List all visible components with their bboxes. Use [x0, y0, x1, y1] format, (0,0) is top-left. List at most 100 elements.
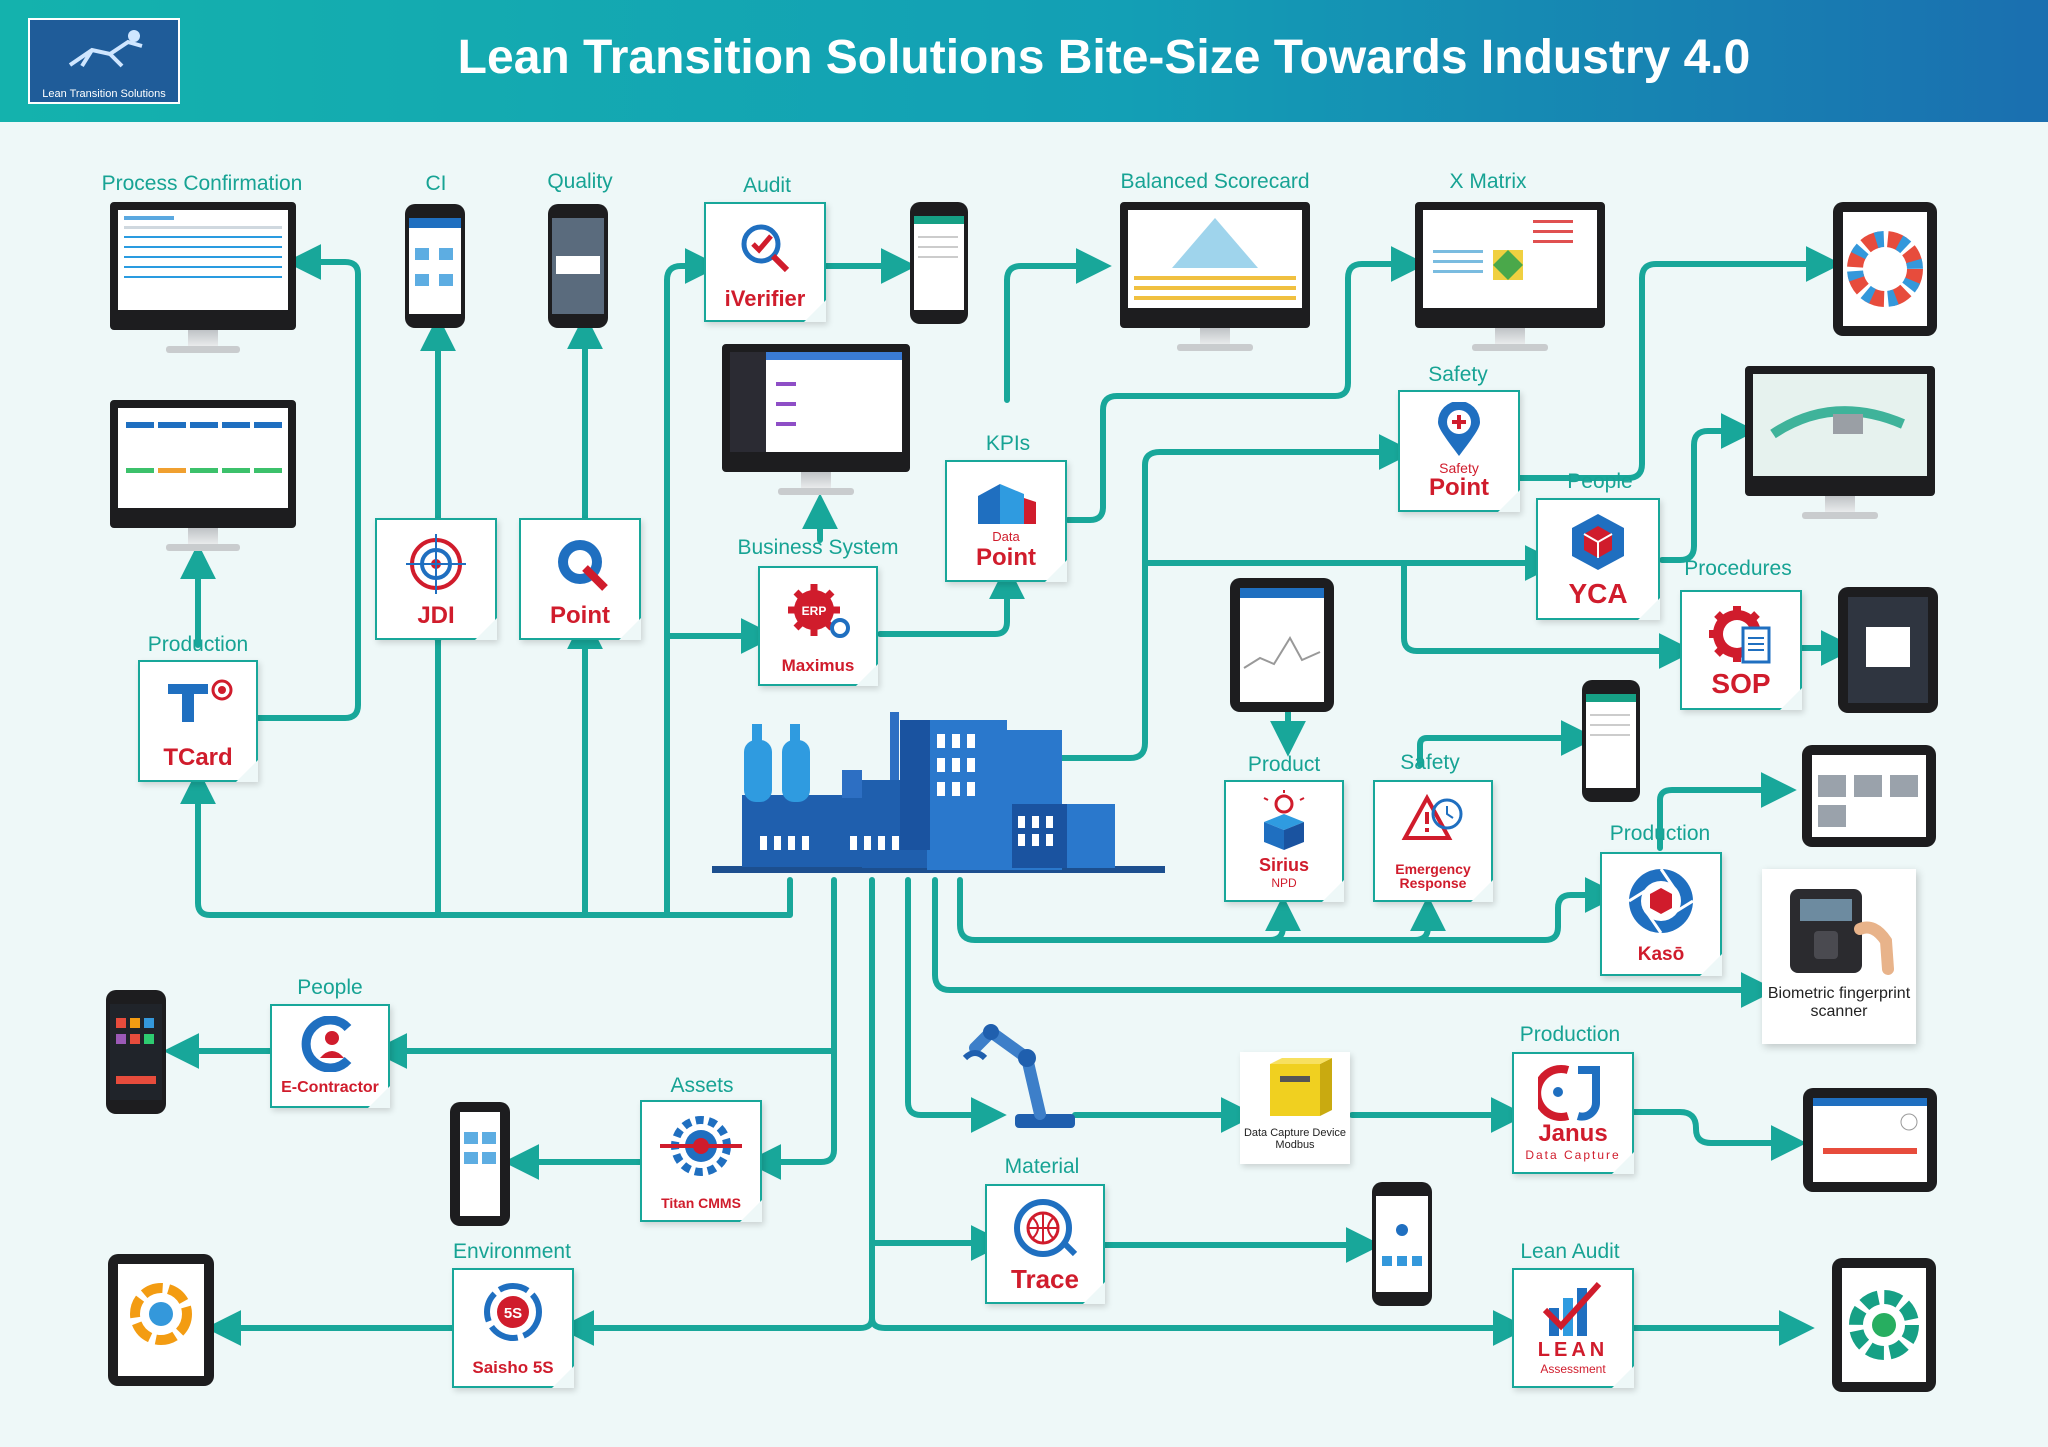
header-banner: Lean Transition Solutions Lean Transitio…	[0, 0, 2048, 122]
label-procedures: Procedures	[1684, 557, 1792, 580]
tile-trace[interactable]: Trace	[985, 1184, 1105, 1304]
line-tcard-confirm	[255, 244, 361, 721]
tile-qpoint[interactable]: Point	[519, 518, 641, 640]
tile-tcard[interactable]: TCard	[138, 660, 258, 782]
tablet-product-chart	[1230, 578, 1334, 712]
logo-text: Lean Transition Solutions	[42, 88, 166, 100]
aperture-icon	[1628, 868, 1694, 934]
tile-kaso-label: Kasō	[1637, 944, 1685, 965]
label-balanced-scorecard: Balanced Scorecard	[1120, 170, 1310, 193]
svg-text:5S: 5S	[504, 1305, 522, 1322]
monitor-balanced-scorecard	[1120, 202, 1310, 352]
label-environment: Environment	[453, 1240, 571, 1263]
tile-lean-sub: Assessment	[1540, 1362, 1606, 1376]
tile-janus[interactable]: Janus Data Capture	[1512, 1052, 1634, 1174]
tile-sirius[interactable]: Sirius NPD	[1224, 780, 1344, 902]
tile-safetypoint[interactable]: Safety Point	[1398, 390, 1520, 512]
tablet-kaso	[1802, 745, 1936, 847]
tile-sirius-sub: NPD	[1271, 876, 1297, 890]
tablet-lean	[1832, 1258, 1936, 1392]
tile-jdi-label: JDI	[417, 602, 455, 629]
tile-yca[interactable]: YCA	[1536, 498, 1660, 620]
phone-safety	[1582, 680, 1640, 802]
tile-lean[interactable]: LEAN Assessment	[1512, 1268, 1634, 1388]
titan-gear-icon	[660, 1116, 742, 1176]
phone-titan	[450, 1102, 510, 1226]
monitor-business-system	[722, 344, 910, 496]
fingerprint-scanner-icon	[1790, 889, 1894, 975]
label-material: Material	[1004, 1155, 1080, 1178]
modbus-label: Data Capture Device Modbus	[1243, 1127, 1347, 1151]
tile-tcard-label: TCard	[163, 744, 233, 771]
tile-lean-label: LEAN	[1537, 1339, 1609, 1361]
tile-maximus[interactable]: ERP Maximus	[758, 566, 878, 686]
label-x-matrix: X Matrix	[1449, 170, 1527, 193]
label-lean-audit: Lean Audit	[1520, 1240, 1620, 1263]
monitor-people	[1745, 366, 1935, 520]
label-process-confirmation: Process Confirmation	[101, 172, 303, 195]
phone-quality	[548, 204, 608, 328]
label-safety-top: Safety	[1428, 363, 1488, 386]
runner-icon	[68, 30, 143, 68]
tablet-sop	[1838, 587, 1938, 713]
tablet-color-wheel	[1833, 202, 1937, 336]
gear-document-icon	[1709, 606, 1771, 664]
tile-saisho-label: Saisho 5S	[472, 1358, 554, 1377]
label-people-left: People	[297, 976, 363, 999]
line-factory-tcard	[180, 768, 793, 918]
location-pin-icon	[1438, 402, 1480, 456]
tile-trace-label: Trace	[1011, 1264, 1079, 1294]
tile-iverifier[interactable]: iVerifier	[704, 202, 826, 322]
warning-stopwatch-icon	[1401, 793, 1463, 840]
tablet-janus	[1803, 1088, 1937, 1192]
label-business-system: Business System	[737, 536, 899, 559]
phone-econtractor	[106, 990, 166, 1114]
company-logo: Lean Transition Solutions	[28, 18, 180, 104]
tile-econtractor[interactable]: E-Contractor	[270, 1004, 390, 1108]
hexagon-cube-icon	[1572, 514, 1624, 570]
tile-safetypoint-sub: Safety	[1439, 460, 1479, 476]
factory-icon	[712, 712, 1165, 873]
tile-titan[interactable]: Titan CMMS	[640, 1100, 762, 1222]
tile-sirius-label: Sirius	[1258, 855, 1310, 875]
erp-gear-icon: ERP	[788, 584, 850, 638]
modbus-box-icon	[1270, 1058, 1332, 1116]
page-title: Lean Transition Solutions Bite-Size Towa…	[457, 31, 1751, 84]
svg-text:ERP: ERP	[802, 604, 827, 618]
robot-arm-icon	[962, 1024, 1075, 1128]
tile-janus-label: Janus	[1538, 1120, 1608, 1147]
phone-ci	[405, 204, 465, 328]
modbus-device: Data Capture Device Modbus	[1240, 1052, 1350, 1164]
contractor-c-icon	[301, 1016, 352, 1072]
q-point-icon	[558, 540, 608, 591]
magnifier-check-icon	[741, 224, 790, 272]
tile-janus-sub: Data Capture	[1525, 1148, 1621, 1162]
monitor-tcard	[110, 400, 296, 552]
bar-check-icon	[1542, 1281, 1602, 1336]
biometric-label: Biometric fingerprint scanner	[1767, 985, 1911, 1020]
tile-datapoint[interactable]: Data Point	[945, 460, 1067, 582]
tile-qpoint-label: Point	[550, 602, 610, 629]
data-cube-icon	[978, 484, 1036, 524]
tile-datapoint-label: Point	[976, 544, 1036, 571]
label-audit: Audit	[743, 174, 791, 197]
tile-jdi[interactable]: JDI	[375, 518, 497, 640]
tile-titan-label: Titan CMMS	[661, 1195, 741, 1211]
monitor-process-confirmation	[110, 202, 296, 354]
label-product: Product	[1247, 753, 1321, 776]
tile-econtractor-label: E-Contractor	[281, 1079, 379, 1096]
label-assets: Assets	[670, 1074, 734, 1097]
monitor-x-matrix	[1415, 202, 1605, 352]
tile-emergency[interactable]: Emergency Response	[1373, 780, 1493, 902]
tile-safetypoint-label: Point	[1429, 474, 1489, 501]
label-production-bottom: Production	[1519, 1023, 1621, 1046]
label-production-right: Production	[1609, 822, 1711, 845]
tile-sop[interactable]: SOP	[1680, 590, 1802, 710]
5s-cycle-icon: 5S	[484, 1283, 542, 1341]
label-production-left: Production	[147, 633, 249, 656]
tile-saisho[interactable]: 5S Saisho 5S	[452, 1268, 574, 1388]
tile-kaso[interactable]: Kasō	[1600, 852, 1722, 976]
globe-gear-icon	[1014, 1199, 1078, 1257]
target-icon	[406, 534, 466, 594]
label-safety-mid: Safety	[1400, 751, 1460, 774]
